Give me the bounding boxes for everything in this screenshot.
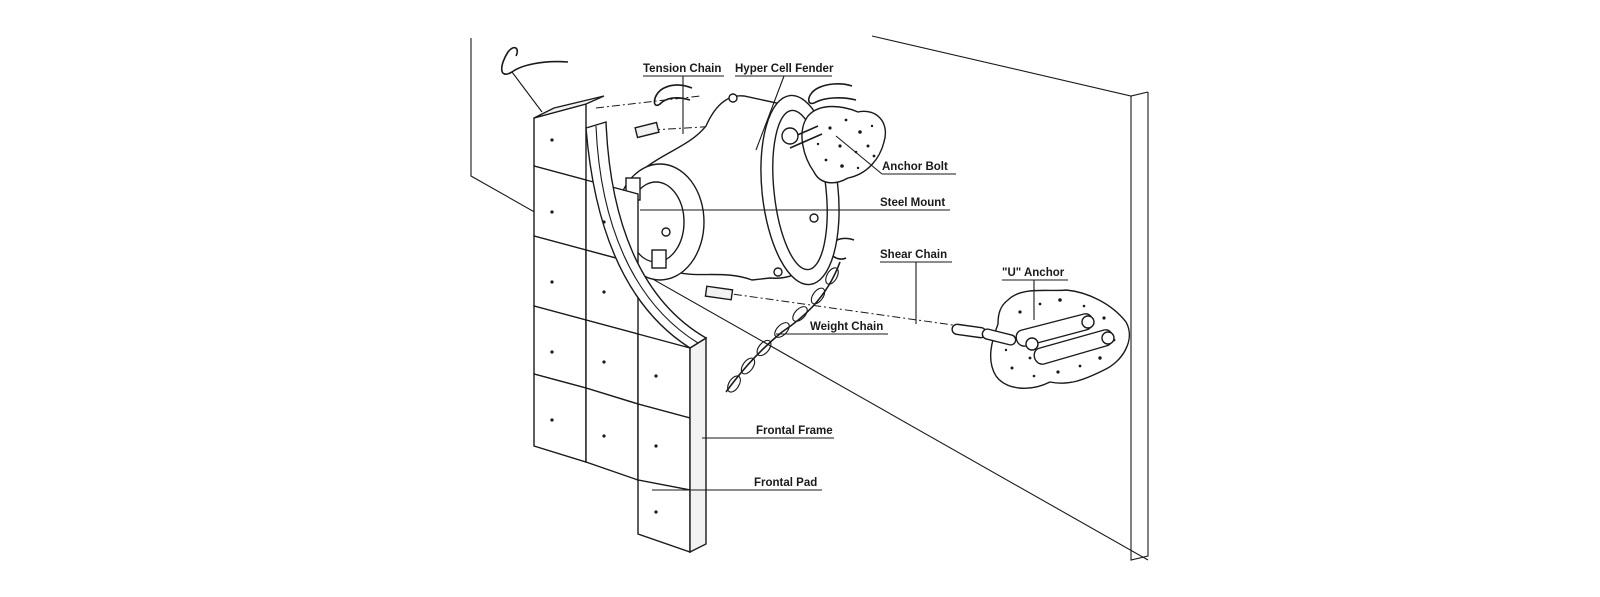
leader-u-anchor bbox=[1002, 279, 1068, 320]
label-frontal-frame: Frontal Frame bbox=[756, 425, 833, 437]
u-hook-2 bbox=[653, 84, 693, 107]
anchor-bolt-nut bbox=[781, 127, 799, 145]
u-hook-1 bbox=[500, 46, 569, 75]
label-shear-chain: Shear Chain bbox=[880, 249, 947, 261]
dash-line-1 bbox=[595, 95, 701, 109]
shear-shackle bbox=[1025, 337, 1039, 351]
flange-bolt-1 bbox=[728, 93, 738, 103]
hyper-cell-fender bbox=[615, 93, 840, 286]
wall-top-edge bbox=[871, 35, 1149, 97]
shear-chain bbox=[951, 323, 1039, 351]
pad-c2-r5 bbox=[585, 387, 639, 481]
wall-right-edge bbox=[1130, 92, 1149, 561]
concrete-patch-top bbox=[801, 105, 887, 184]
flange-bolt-3 bbox=[773, 267, 783, 277]
frame-curve-line bbox=[595, 125, 699, 344]
quay-wall bbox=[470, 35, 1149, 561]
u-anchor-end-2 bbox=[1101, 331, 1115, 345]
frontal-pad-grid bbox=[533, 95, 708, 554]
pad-c3-r6 bbox=[637, 479, 691, 553]
hook-leader bbox=[511, 71, 543, 113]
plate-bottom bbox=[704, 285, 734, 301]
mount-bolt bbox=[661, 227, 671, 237]
mount-block-2 bbox=[651, 249, 667, 269]
label-hyper-cell-fender: Hyper Cell Fender bbox=[735, 63, 834, 75]
u-anchor-end-1 bbox=[1081, 315, 1095, 329]
pad-c1-r5 bbox=[533, 373, 587, 463]
leader-anchor-bolt bbox=[835, 135, 956, 175]
frontal-frame-curve bbox=[585, 121, 708, 349]
dash-line-3 bbox=[717, 291, 961, 327]
frame-top bbox=[533, 95, 605, 119]
labels: Tension Chain Hyper Cell Fender Anchor B… bbox=[643, 63, 1065, 489]
label-u-anchor: "U" Anchor bbox=[1002, 267, 1065, 279]
label-tension-chain: Tension Chain bbox=[643, 63, 721, 75]
shear-link-2 bbox=[981, 328, 1017, 346]
leader-lines bbox=[640, 75, 1068, 491]
frame-side bbox=[689, 336, 707, 554]
u-anchor-bar-1 bbox=[1015, 313, 1094, 347]
leader-shear-chain bbox=[880, 261, 952, 324]
plate-top bbox=[634, 121, 660, 139]
flange-bolt-2 bbox=[809, 213, 819, 223]
leader-hyper-cell bbox=[735, 75, 832, 151]
leader-tension-chain bbox=[643, 75, 724, 134]
u-hook-3 bbox=[807, 83, 857, 105]
weight-chain bbox=[725, 261, 841, 393]
shear-link-1 bbox=[951, 323, 987, 339]
u-anchor-concrete bbox=[989, 289, 1131, 389]
label-steel-mount: Steel Mount bbox=[880, 197, 945, 209]
anchor-bolt-concrete bbox=[781, 105, 887, 184]
label-weight-chain: Weight Chain bbox=[810, 321, 883, 333]
wall-left-edge bbox=[470, 38, 1149, 561]
label-anchor-bolt: Anchor Bolt bbox=[882, 161, 948, 173]
label-frontal-pad: Frontal Pad bbox=[754, 477, 817, 489]
pad-c3-r5 bbox=[637, 403, 691, 491]
u-anchor-bar-2 bbox=[1033, 329, 1114, 365]
